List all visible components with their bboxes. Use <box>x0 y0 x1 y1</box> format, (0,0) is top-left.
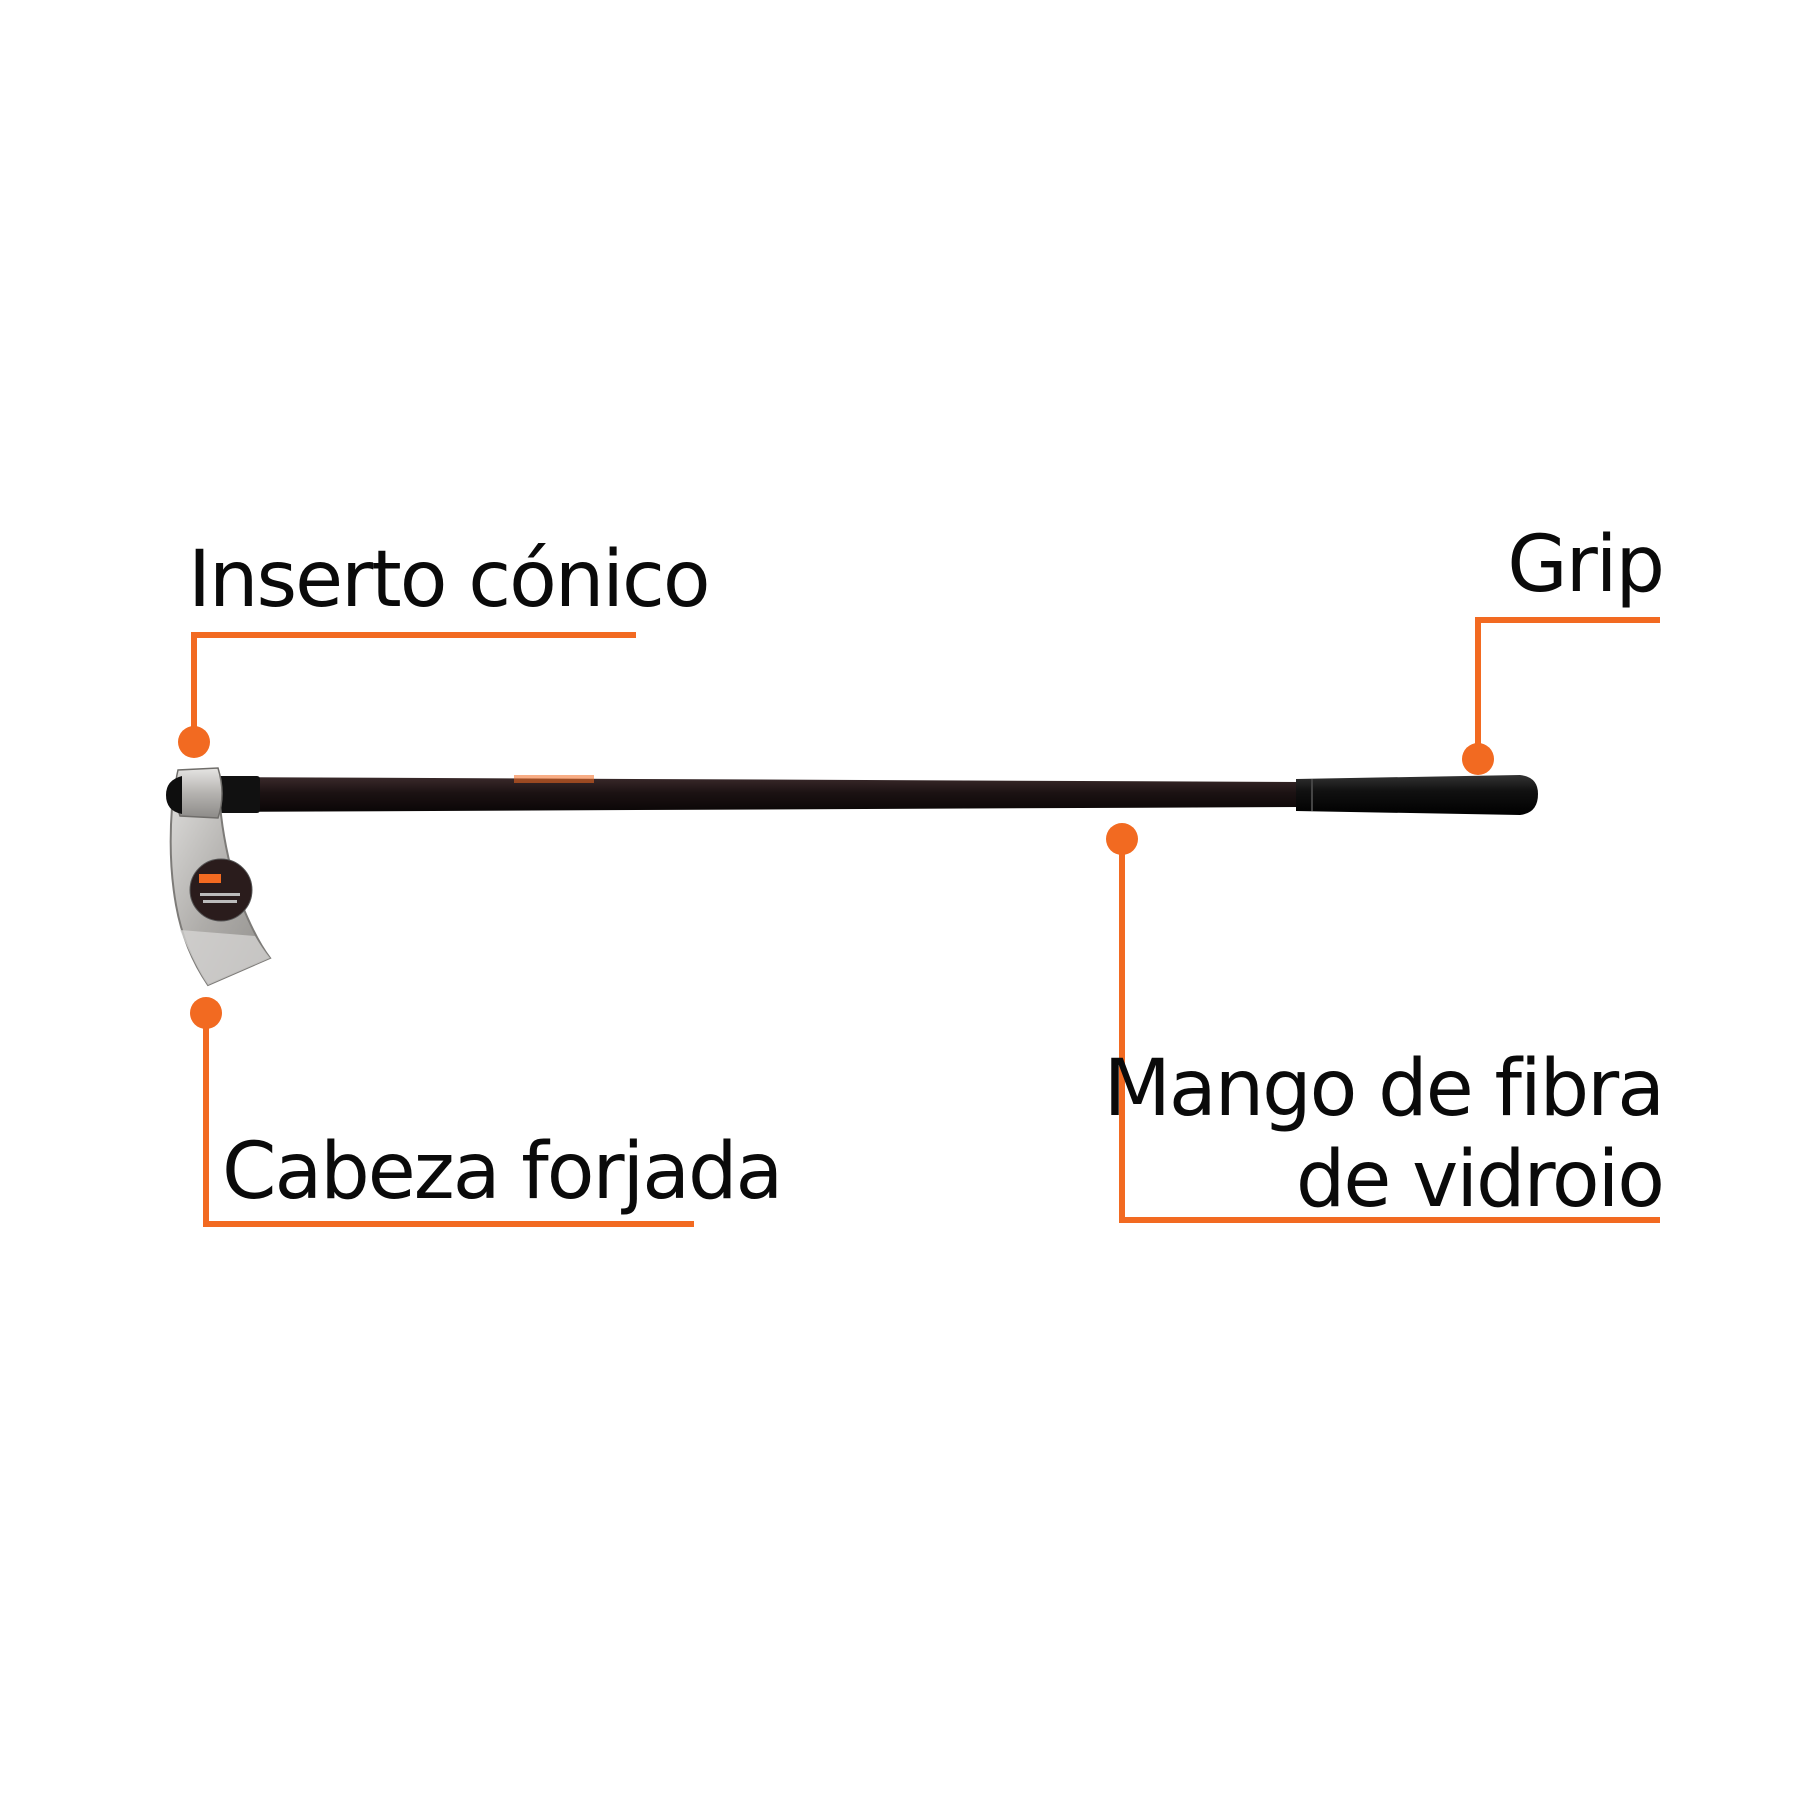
handle-ferrule <box>210 776 260 813</box>
callout-grip-leader <box>1475 617 1660 755</box>
callout-dot-icon <box>1462 743 1494 775</box>
callout-handle-label-line1: Mango de fibra <box>1104 1044 1663 1134</box>
handle-end-cap <box>166 776 182 814</box>
callout-dot-icon <box>1106 823 1138 855</box>
callout-dot-icon <box>190 997 222 1029</box>
callout-grip-label: Grip <box>1507 520 1663 610</box>
blade-label-badge <box>189 858 253 922</box>
callout-handle: Mango de fibra de vidroio <box>1104 823 1665 1225</box>
callout-head: Cabeza forjada <box>190 997 783 1227</box>
callout-insert: Inserto cónico <box>178 535 711 758</box>
conic-insert-collar <box>174 767 223 819</box>
callout-handle-leader <box>1119 843 1660 1223</box>
brand-mark-handle <box>514 775 594 783</box>
callout-head-leader <box>203 1017 694 1227</box>
hoe-icon <box>166 767 1538 987</box>
callout-insert-label: Inserto cónico <box>188 535 709 625</box>
callout-handle-label-line2: de vidroio <box>1296 1135 1663 1225</box>
callout-dot-icon <box>178 726 210 758</box>
callout-head-label: Cabeza forjada <box>222 1127 781 1217</box>
callout-grip: Grip <box>1462 520 1665 775</box>
callout-insert-leader <box>191 632 636 740</box>
fiberglass-handle <box>212 777 1300 812</box>
grip-sleeve <box>1296 775 1538 815</box>
blade-edge <box>180 930 270 985</box>
